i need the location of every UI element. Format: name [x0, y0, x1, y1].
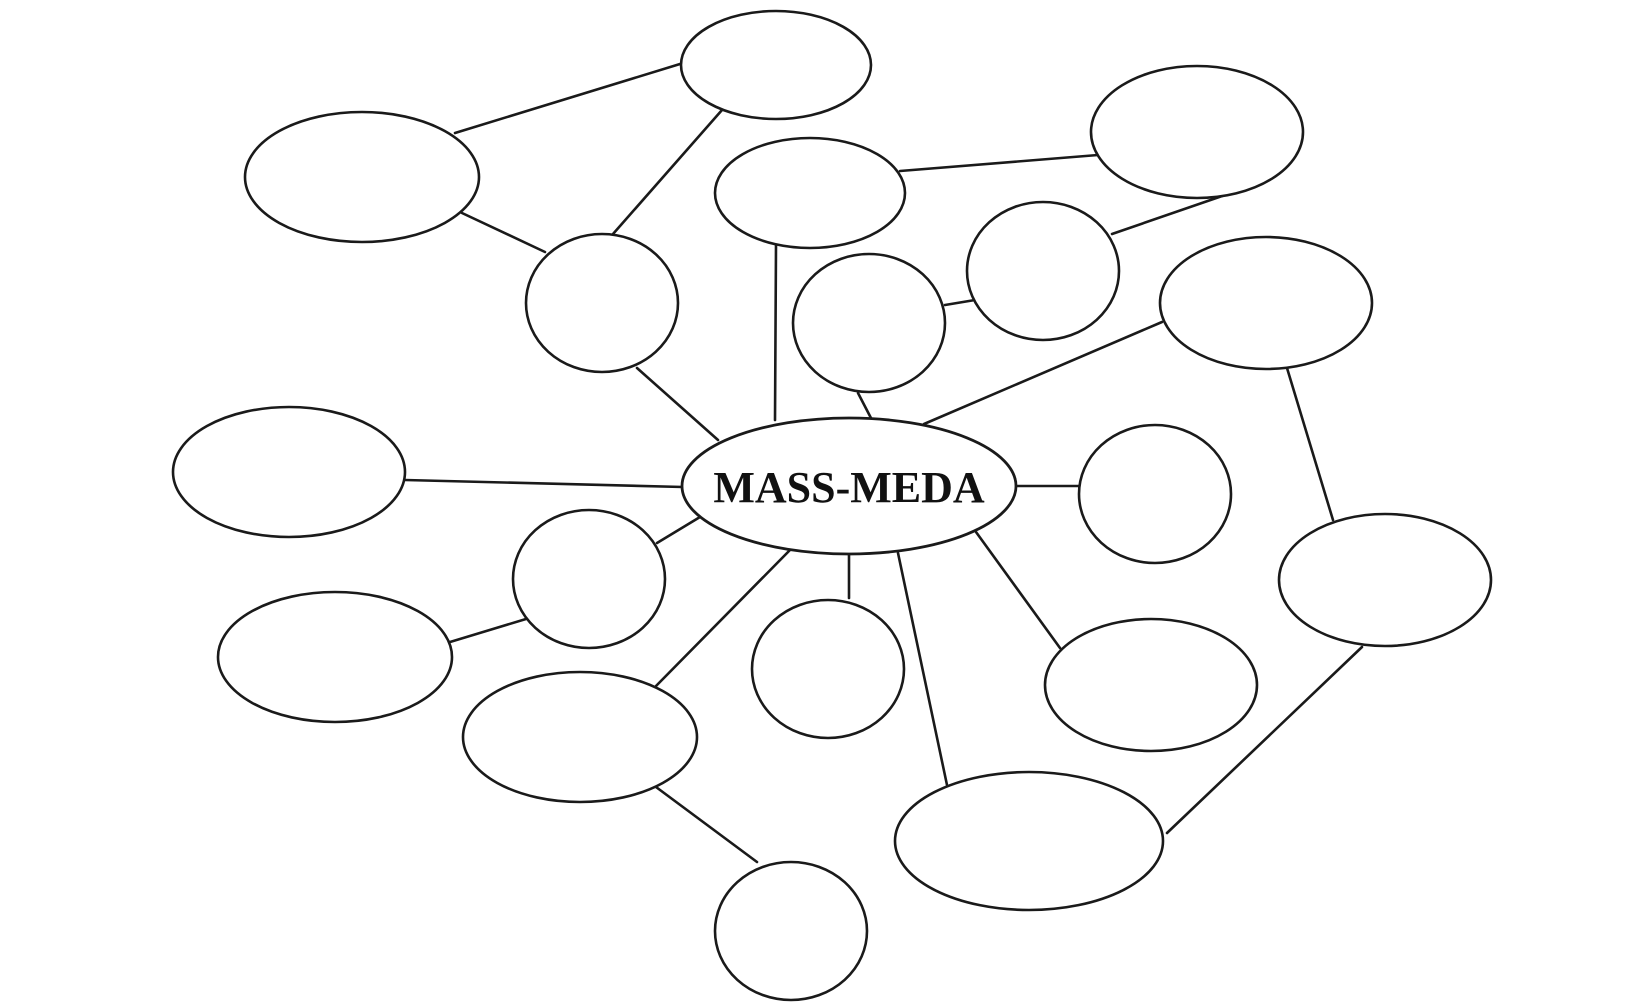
node-top-right — [1089, 64, 1305, 200]
center-node-label: MASS-MEDA — [713, 463, 985, 512]
connector-lines — [403, 62, 1364, 864]
node-bottom-circle — [713, 860, 869, 1002]
connector-line — [448, 617, 528, 644]
connector-line — [773, 243, 778, 422]
connector-line — [403, 478, 685, 489]
nodes: MASS-MEDA — [171, 9, 1493, 1002]
node-lower-circle — [750, 598, 906, 740]
connector-line — [654, 785, 759, 864]
node-middle-circle — [791, 252, 947, 394]
node-lower — [461, 670, 699, 804]
node-lower-left — [216, 590, 454, 724]
node-lower-right-middle — [1043, 617, 1259, 753]
connector-line — [453, 62, 682, 135]
node-right-ellipse — [1158, 235, 1374, 371]
connector-line — [1165, 645, 1364, 835]
connector-line — [1285, 366, 1335, 522]
connector-line — [922, 320, 1164, 426]
connector-line — [896, 551, 949, 787]
connector-line — [1110, 192, 1230, 236]
node-far-right — [1277, 512, 1493, 648]
connector-line — [460, 211, 547, 254]
node-top-left — [243, 110, 481, 244]
node-right-middle-circle — [1077, 423, 1233, 565]
connector-line — [611, 108, 724, 236]
connector-line — [635, 366, 720, 442]
node-lower-left-circle — [511, 508, 667, 650]
node-lower-right — [893, 770, 1165, 912]
connector-line — [856, 391, 874, 422]
node-top — [679, 9, 873, 121]
center-node: MASS-MEDA — [680, 416, 1018, 556]
connector-line — [654, 548, 792, 688]
connector-line — [898, 153, 1100, 173]
connector-line — [943, 298, 977, 307]
node-right-circle — [965, 200, 1121, 342]
node-left — [171, 405, 407, 539]
connector-line — [655, 515, 702, 545]
node-upper-middle — [713, 136, 907, 250]
node-upper-left-circle — [524, 232, 680, 374]
connector-line — [974, 530, 1062, 650]
center-node-ellipse — [680, 416, 1018, 556]
